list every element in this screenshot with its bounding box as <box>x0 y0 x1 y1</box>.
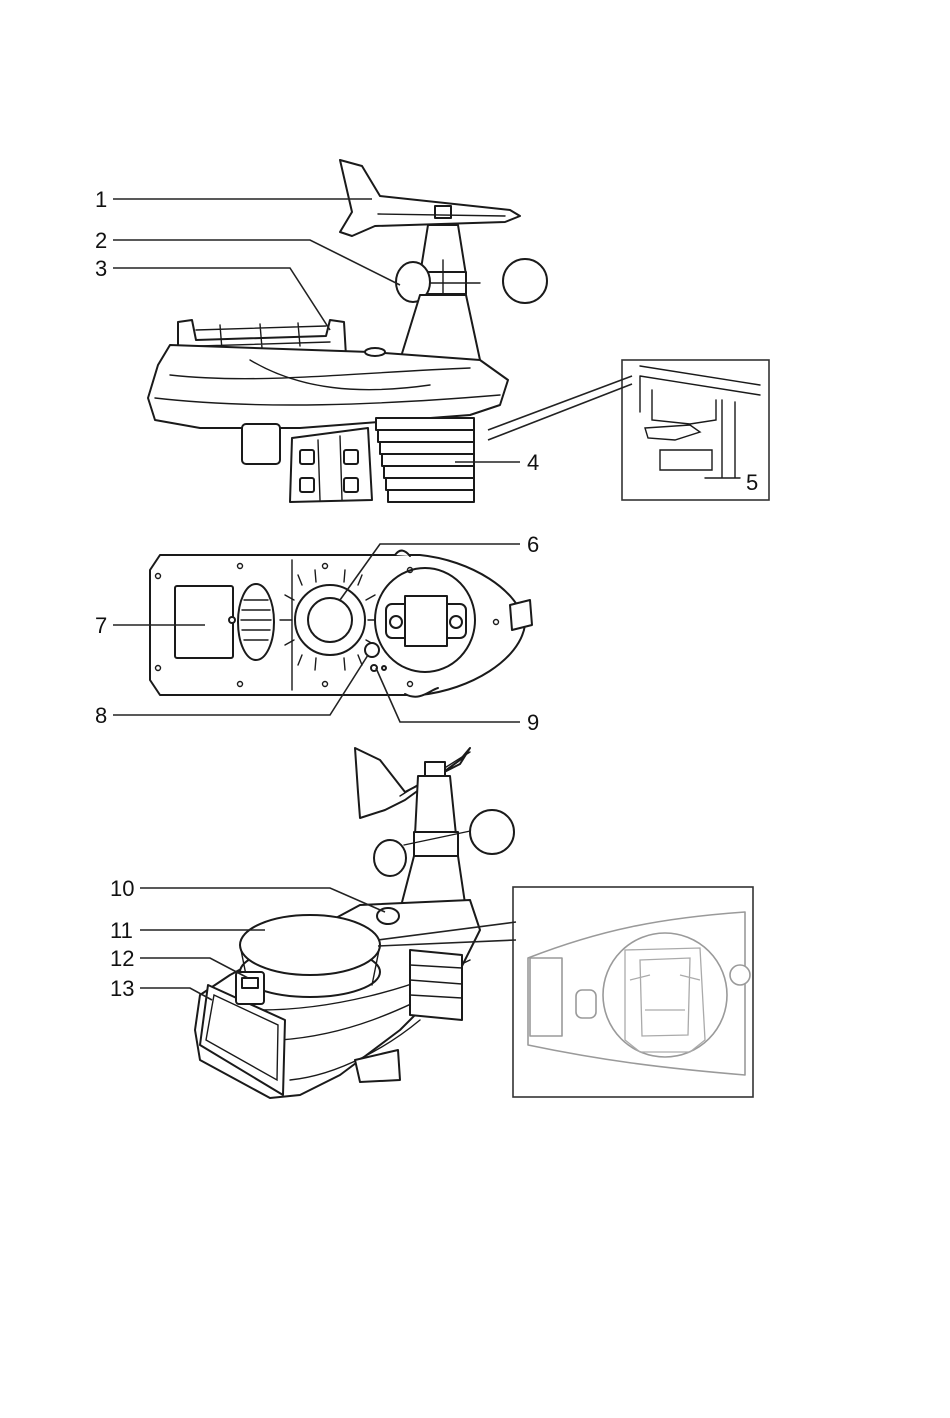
callout-5: 5 <box>746 470 758 495</box>
mounting-bracket <box>290 428 372 502</box>
figure-bottom-view <box>150 551 532 697</box>
figure-top-view <box>195 748 753 1098</box>
bracket-plate <box>375 568 475 672</box>
callout-4: 4 <box>527 450 539 475</box>
reset-button <box>365 643 379 657</box>
radiation-shield <box>376 418 474 502</box>
vent-grille <box>238 584 274 660</box>
callout-1: 1 <box>95 187 107 212</box>
callout-10: 10 <box>110 876 134 901</box>
battery-cover <box>175 586 233 658</box>
callout-11: 11 <box>110 918 133 943</box>
callout-13: 13 <box>110 976 134 1001</box>
callout-9: 9 <box>527 710 539 735</box>
leader-2 <box>113 240 400 285</box>
callout-3: 3 <box>95 256 107 281</box>
callout-8: 8 <box>95 703 107 728</box>
callout-12: 12 <box>110 946 134 971</box>
callout-2: 2 <box>95 228 107 253</box>
anemometer <box>396 225 547 303</box>
detail-inset-5 <box>488 360 769 500</box>
callout-7: 7 <box>95 613 107 638</box>
leader-3 <box>113 268 330 330</box>
figure-side-view <box>148 160 769 502</box>
callout-6: 6 <box>527 532 539 557</box>
leader-10 <box>140 888 385 912</box>
sensor-column <box>400 295 480 360</box>
